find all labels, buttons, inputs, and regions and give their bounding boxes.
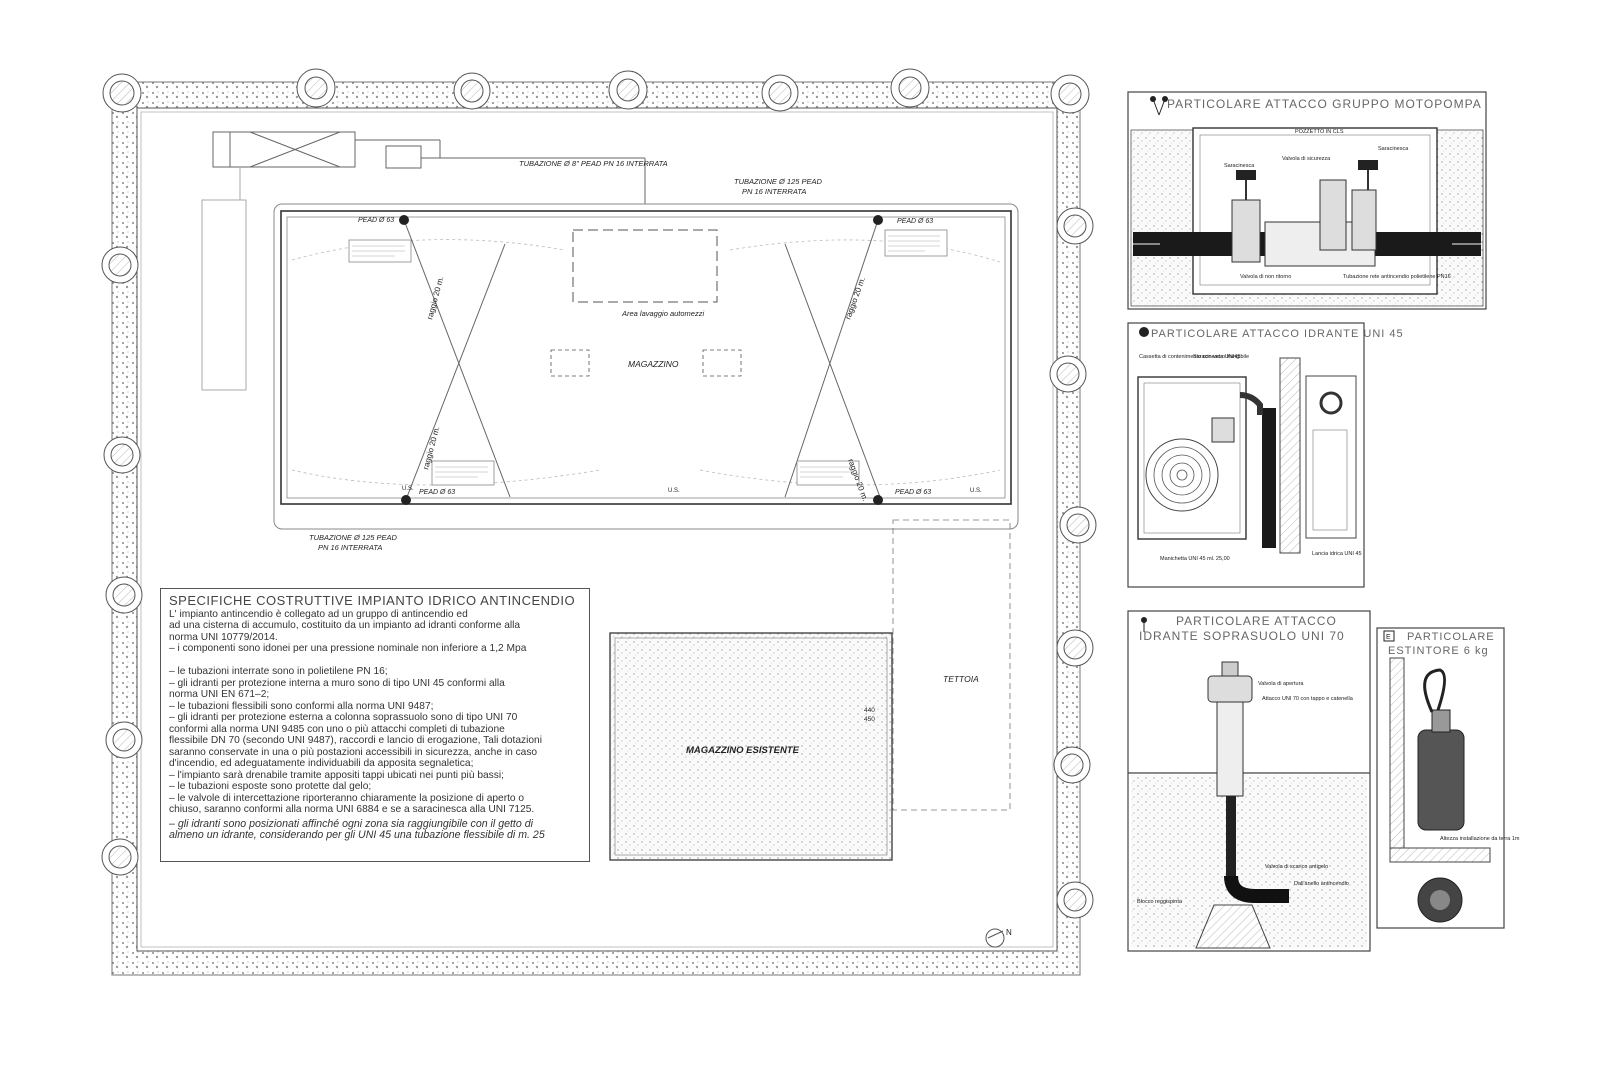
uni45-lancia-label: Lancia idrica UNI 45 — [1312, 551, 1362, 557]
detail-uni45-icon — [1139, 327, 1149, 337]
spec-line: – le tubazioni flessibili sono conformi … — [169, 700, 434, 712]
detail-uni45-frame — [1127, 322, 1365, 588]
uni45-manichetta-label: Manichetta UNI 45 ml. 25,00 — [1160, 556, 1230, 562]
spec-last-line-1: – gli idranti sono posizionati affinché … — [169, 817, 533, 830]
spec-line: d'incendio, ed adeguatamente individuabi… — [169, 758, 474, 769]
uni45-cassetta-label: Cassetta di contenimento con vetro frang… — [1139, 354, 1249, 360]
spec-line: chiuso, saranno conformi alla norma UNI … — [169, 804, 535, 815]
spec-line: norma UNI 10779/2014. — [169, 631, 278, 643]
spec-line: norma UNI EN 671–2; — [169, 689, 270, 700]
us-label-1: U.S. — [402, 486, 414, 492]
warehouse-label: MAGAZZINO — [628, 359, 679, 369]
spec-line: – le valvole di intercettazione riporter… — [169, 792, 525, 804]
existing-warehouse-label: MAGAZZINO ESISTENTE — [686, 745, 800, 756]
uni70-valvola-label: Valvola di apertura — [1258, 681, 1304, 687]
hydrants — [399, 215, 883, 505]
spec-line: flessibile DN 70 (secondo UNI 9487), rac… — [169, 735, 542, 746]
spec-line: – l'impianto sarà drenabile tramite appo… — [169, 769, 504, 781]
spec-line: – le tubazioni esposte sono protette dal… — [169, 781, 372, 792]
pump-valvola-sicurezza: Valvola di sicurezza — [1282, 156, 1331, 162]
pump-group — [201, 131, 646, 391]
existing-warehouse — [609, 519, 1011, 861]
detail-pump-icon — [1150, 96, 1168, 116]
spec-box: SPECIFICHE COSTRUTTIVE IMPIANTO IDRICO A… — [160, 588, 590, 862]
pump-tubazione-label: Tubazione rete antincendio polietilene P… — [1343, 274, 1451, 280]
warehouse-building — [273, 203, 1019, 530]
hydrant-label-nw: PEAD Ø 63 — [358, 217, 394, 224]
spec-line: conformi alla norma UNI 9485 con uno o p… — [169, 723, 505, 735]
detail-estintore-icon: E — [1383, 630, 1395, 642]
spec-line: – gli idranti per protezione esterna a c… — [169, 712, 518, 723]
pipe-bottom-label-2: PN 16 INTERRATA — [318, 543, 382, 552]
estintore-altezza-label: Altezza installazione da terra 1m — [1440, 836, 1520, 842]
north-label: N — [1006, 928, 1012, 937]
spec-lines: L' impianto antincendio è collegato ad u… — [169, 609, 581, 816]
hydrant-label-ne: PEAD Ø 63 — [897, 218, 933, 225]
pump-saracinesca-left: Saracinesca — [1224, 163, 1255, 169]
level-label-2: 450 — [864, 716, 875, 723]
pump-valvola-ritorno: Valvola di non ritorno — [1240, 274, 1291, 280]
detail-uni70-icon — [1141, 617, 1147, 632]
detail-estintore-title-1: PARTICOLARE — [1407, 631, 1495, 643]
spec-line: – gli idranti per protezione interna a m… — [169, 677, 505, 689]
hydrant-label-sw: PEAD Ø 63 — [419, 489, 455, 496]
detail-uni70-title-1: PARTICOLARE ATTACCO — [1176, 614, 1337, 628]
level-label-1: 440 — [864, 707, 875, 714]
pump-saracinesca-right: Saracinesca — [1378, 146, 1409, 152]
pipe-bottom-label-1: TUBAZIONE Ø 125 PEAD — [309, 533, 398, 542]
detail-estintore-title-2: ESTINTORE 6 kg — [1388, 645, 1489, 657]
pipe-right-label-2: PN 16 INTERRATA — [742, 187, 806, 196]
us-label-2: U.S. — [668, 488, 680, 494]
pump-pozzetto-label: POZZETTO IN CLS — [1295, 129, 1344, 135]
hydrant-note-boxes — [348, 229, 948, 486]
detail-estintore-frame — [1376, 627, 1505, 929]
uni70-scarico-label: Valvola di scarico antigelo — [1265, 864, 1328, 870]
hydrant-note-marks — [352, 235, 940, 478]
uni45-saracinesca-label: Saracinesca UNI45 — [1193, 354, 1240, 360]
uni70-attacco-label: Attacco UNI 70 con tappo e catenella — [1262, 696, 1354, 702]
canopy-label: TETTOIA — [943, 674, 979, 684]
detail-uni45-title: PARTICOLARE ATTACCO IDRANTE UNI 45 — [1151, 328, 1404, 340]
spec-line: – i componenti sono idonei per una press… — [169, 643, 527, 654]
spec-line: L' impianto antincendio è collegato ad u… — [169, 608, 468, 620]
detail-uni70-frame — [1127, 610, 1371, 952]
us-label-3: U.S. — [970, 488, 982, 494]
spec-title: SPECIFICHE COSTRUTTIVE IMPIANTO IDRICO A… — [169, 593, 576, 608]
spec-line: saranno conservate in una o più postazio… — [169, 746, 538, 758]
spec-line: – le tubazioni interrate sono in polieti… — [169, 666, 388, 677]
trees — [101, 68, 1097, 919]
detail-pump-frame — [1127, 91, 1487, 310]
spec-line: ad una cisterna di accumulo, costituito … — [169, 620, 521, 631]
wash-area-label: Area lavaggio automezzi — [621, 309, 704, 318]
hydrant-label-se: PEAD Ø 63 — [895, 489, 931, 496]
north-arrow-icon — [985, 928, 1005, 948]
detail-uni70-title-2: IDRANTE SOPRASUOLO UNI 70 — [1139, 629, 1345, 643]
spec-line — [169, 655, 581, 667]
detail-pump-title: PARTICOLARE ATTACCO GRUPPO MOTOPOMPA — [1167, 97, 1482, 111]
pipe-top-label: TUBAZIONE Ø 8" PEAD PN 16 INTERRATA — [519, 159, 668, 168]
pipe-right-label-1: TUBAZIONE Ø 125 PEAD — [734, 177, 823, 186]
svg-text:E: E — [1386, 634, 1391, 641]
uni70-anello-label: Dall'anello antincendio — [1294, 881, 1349, 887]
uni70-blocco-label: Blocco reggispinta — [1137, 899, 1183, 905]
spec-last-line-2: almeno un idrante, considerando per gli … — [169, 829, 545, 841]
